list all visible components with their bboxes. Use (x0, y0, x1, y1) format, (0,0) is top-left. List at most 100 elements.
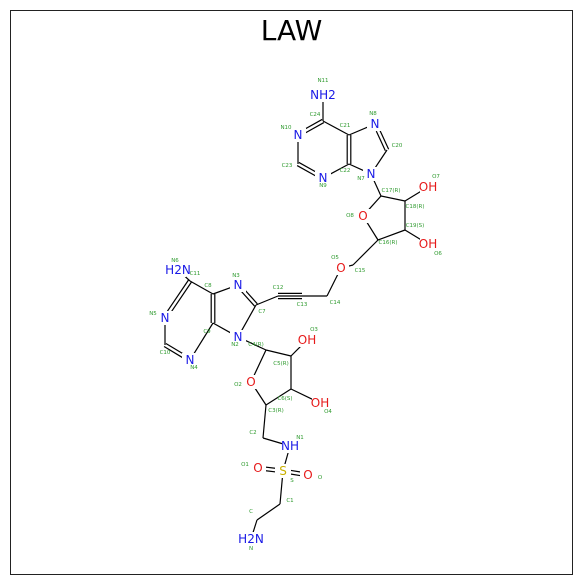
bond-N2-C4 (244, 339, 267, 351)
atom-label-C20: C20 (392, 143, 403, 149)
bond-N7-C17 (373, 180, 382, 197)
atom-label-S: S (290, 478, 294, 484)
bond-N3-C8 (212, 286, 232, 295)
bond-N7-C22 (348, 163, 365, 172)
atom-bg-N1 (282, 439, 298, 453)
atom-label-N7: N7 (357, 176, 365, 182)
atom-N2: N (234, 330, 243, 344)
atom-bg-O8 (355, 209, 371, 223)
bond-N1-S (284, 452, 289, 465)
bond-S-O1 (265, 466, 277, 469)
atom-bg-O6 (420, 237, 436, 251)
bond-O8-C17 (367, 195, 382, 212)
bond-C8-C11 (189, 280, 214, 295)
atom-bg-N (243, 532, 259, 546)
bond-C4-C5 (265, 349, 292, 357)
atom-bg-O5 (333, 261, 349, 275)
atom-bg-N3 (230, 278, 246, 292)
bond-C24-N10-2 (304, 122, 325, 134)
atom-label-N1: N1 (296, 435, 304, 441)
bond-S-O1-2 (264, 470, 276, 473)
atom-bg-O1 (250, 461, 266, 475)
bond-O2-C4 (253, 349, 267, 376)
bond-N4-C9 (193, 322, 214, 355)
bond-C6-C3 (265, 388, 292, 406)
bond-C21-N8 (348, 126, 369, 136)
bond-C24-C21 (322, 120, 350, 136)
atom-label-O4: O4 (324, 409, 332, 415)
atom-label-O5: O5 (331, 255, 339, 261)
atom-label-C3: C3(R) (268, 408, 283, 414)
atom-N4: N (186, 353, 195, 367)
atom-bg-O3 (299, 333, 315, 347)
atom-label-C5: C5(R) (273, 361, 288, 367)
bond-C16-C15 (352, 239, 379, 266)
atom-label-O1: O1 (241, 462, 249, 468)
bond-C9-N2 (212, 322, 233, 335)
atom-bg-N5 (157, 311, 173, 325)
bond-C1-C (256, 503, 281, 521)
atom-S: S (279, 464, 287, 478)
atom-N5: N (161, 311, 170, 325)
atom-bg-N10 (290, 128, 306, 142)
bond-C3-C2 (262, 404, 267, 439)
bond-S-O-2 (290, 469, 302, 473)
atom-label-C18: C18(R) (406, 204, 425, 210)
atom-label-C11: C11 (190, 271, 201, 277)
bond-C23-N9 (296, 165, 317, 177)
atom-label-N3: N3 (232, 273, 240, 279)
atom-label-O3: O3 (310, 327, 318, 333)
atom-bg-O2 (243, 375, 259, 389)
atom-label-C6: C6(S) (277, 396, 292, 402)
atom-O3: OH (298, 333, 316, 347)
atom-bg-S (275, 464, 291, 478)
atom-O7: OH (419, 180, 437, 194)
bond-N8-C20-2 (379, 129, 390, 150)
atom-label-O2: O2 (234, 382, 242, 388)
atom-label-C8: C8 (204, 283, 212, 289)
atom-label-C22: C22 (340, 168, 351, 174)
bond-C2-N1 (262, 437, 284, 445)
atom-bg-O7 (420, 180, 436, 194)
atom-bg-N8 (367, 117, 383, 131)
bond-O5-C14 (326, 273, 339, 297)
bond-S-C1 (279, 477, 283, 505)
atom-N7: N (367, 167, 376, 181)
atom-label-C7: C7 (258, 309, 266, 315)
bond-C12-C7 (255, 295, 279, 306)
atom-label-N8: N8 (369, 111, 377, 117)
atom-label-N6: N6 (171, 258, 179, 264)
atom-bg-N2 (230, 330, 246, 344)
atom-N11: NH2 (310, 88, 336, 102)
atom-label-N: N (249, 546, 253, 552)
bond-C16-O8 (366, 221, 379, 241)
atom-label-C14: C14 (330, 300, 341, 306)
atom-O1: O (253, 461, 262, 475)
atom-label-N4: N4 (190, 365, 198, 371)
atom-bg-O4 (312, 396, 328, 410)
bond-C24-N10 (302, 118, 323, 131)
atom-O5: O (336, 261, 345, 275)
bond-C23-N9-2 (298, 161, 319, 174)
atom-label-C9: C9 (203, 329, 211, 335)
atom-label-C17: C17(R) (382, 188, 401, 194)
molecule-title: LAW (260, 14, 323, 47)
bond-C3-O2 (254, 387, 267, 406)
atom-label-C21: C21 (340, 123, 351, 129)
atom-bg-N4 (182, 353, 198, 367)
bond-S-O (289, 473, 301, 477)
atom-bg-N6 (170, 263, 186, 277)
atom-O: O (303, 468, 312, 482)
atom-label-C24: C24 (310, 112, 321, 118)
bond-C18-O7 (404, 190, 423, 202)
atom-label-C16: C16(R) (379, 240, 398, 246)
atom-N6: H2N (165, 263, 191, 277)
atom-bg-O (300, 468, 316, 482)
atom-N1: NH (281, 439, 299, 453)
atom-N3: N (234, 278, 243, 292)
viewer-frame (10, 10, 573, 575)
atom-O8: O (358, 209, 367, 223)
bond-C7-N3 (243, 288, 258, 305)
bond-C11-N5-2 (169, 281, 192, 314)
